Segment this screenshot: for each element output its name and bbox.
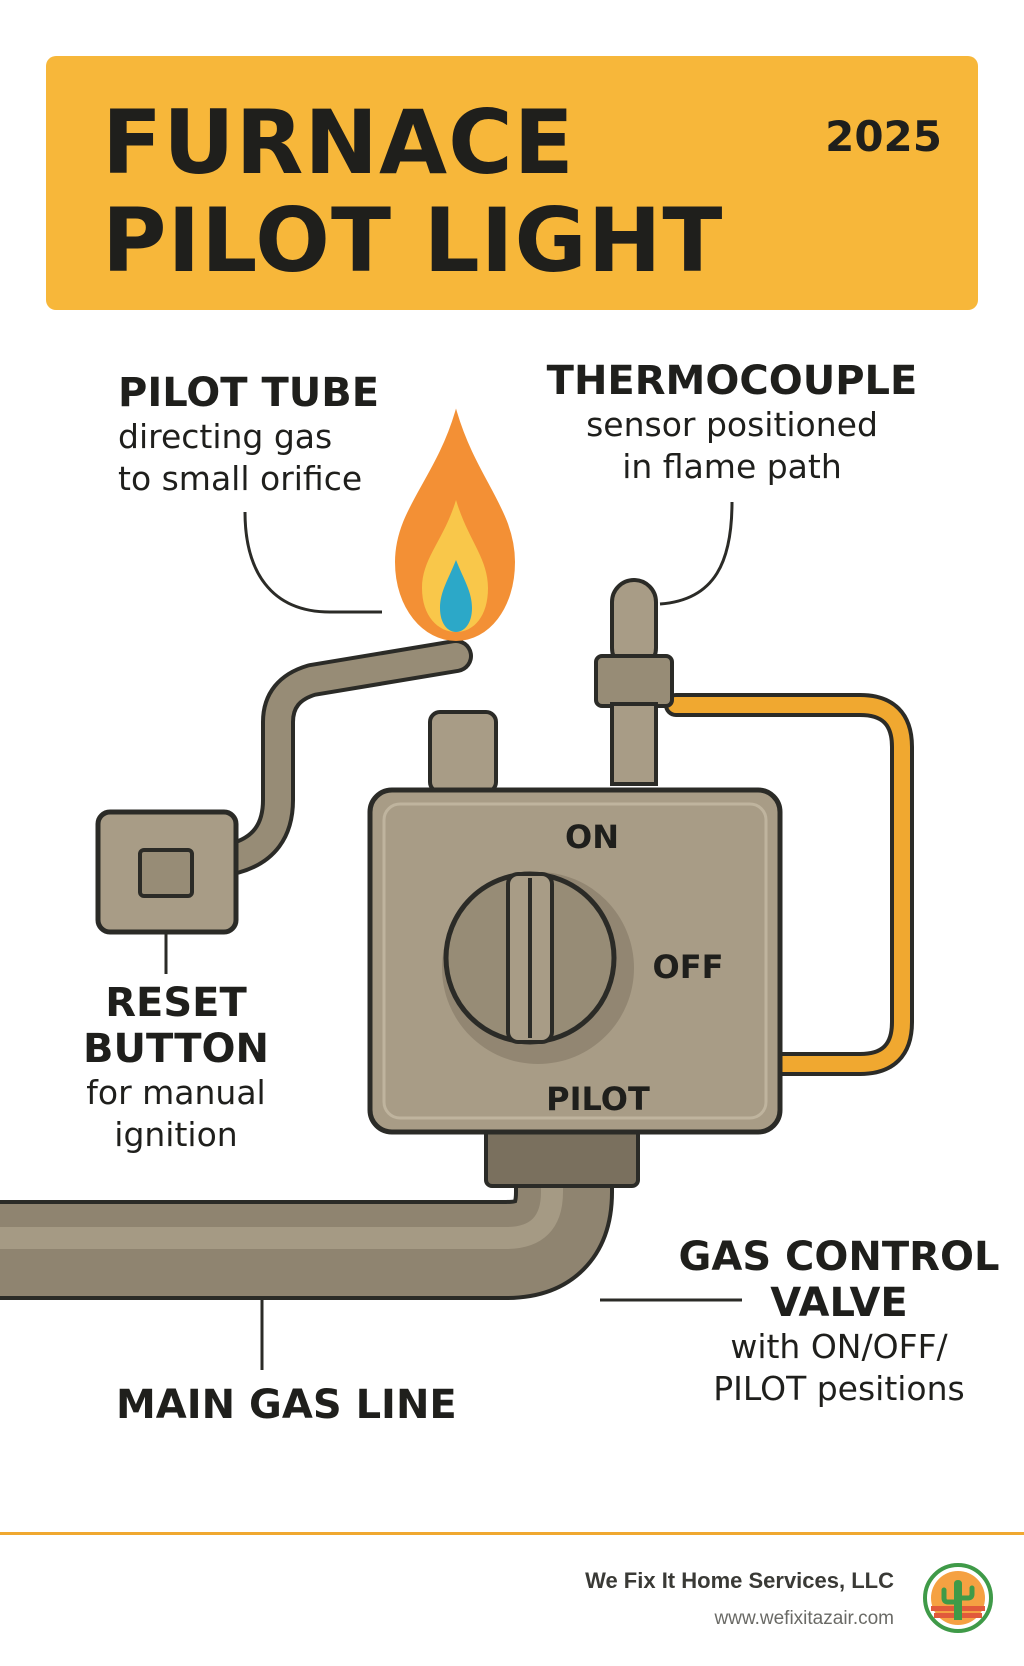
gas-valve-title-1: GAS CONTROL [678, 1234, 1000, 1280]
leader-thermocouple [659, 501, 734, 606]
pilot-tube-desc-1: directing gas [118, 417, 333, 456]
label-gas-control-valve: GAS CONTROL VALVE with ON/OFF/ PILOT pes… [660, 1234, 1018, 1410]
thermocouple-desc-2: in flame path [622, 447, 842, 486]
company-name: We Fix It Home Services, LLC [585, 1568, 894, 1593]
page-title: FURNACE PILOT LIGHT [102, 94, 723, 290]
valve-outlet-collar [484, 1126, 640, 1188]
footer-divider [0, 1532, 1024, 1535]
thermocouple-sensor [594, 578, 674, 786]
flame-icon [394, 408, 516, 642]
reset-desc-1: for manual [86, 1073, 266, 1112]
title-line-1: FURNACE [102, 91, 575, 194]
title-line-2: PILOT LIGHT [102, 189, 724, 292]
logo-icon [923, 1563, 993, 1633]
reset-title-1: RESET [105, 980, 247, 1026]
thermocouple-title: THERMOCOUPLE [546, 358, 918, 404]
company-website[interactable]: www.wefixitazair.com [714, 1608, 895, 1629]
valve-top-stub [428, 710, 498, 794]
pilot-tube-desc-2: to small orifice [118, 459, 363, 498]
thermocouple-desc-1: sensor positioned [586, 405, 878, 444]
year-label: 2025 [825, 112, 942, 161]
main-gas-line-title: MAIN GAS LINE [116, 1382, 457, 1428]
gas-valve-title-2: VALVE [770, 1280, 908, 1326]
label-thermocouple: THERMOCOUPLE sensor positioned in flame … [532, 358, 932, 488]
valve-knob[interactable] [442, 871, 634, 1064]
leader-pilot-tube [243, 511, 382, 614]
label-reset-button: RESET BUTTON for manual ignition [56, 980, 296, 1156]
reset-title-2: BUTTON [83, 1026, 269, 1072]
header-banner: FURNACE PILOT LIGHT 2025 [46, 56, 978, 310]
pilot-tube-title: PILOT TUBE [118, 370, 380, 416]
reset-desc-2: ignition [114, 1115, 238, 1154]
reset-button[interactable] [95, 809, 239, 935]
valve-label-pilot: PILOT [546, 1080, 650, 1118]
valve-label-off: OFF [653, 948, 724, 986]
gas-valve-desc-2: PILOT pesitions [713, 1369, 965, 1408]
gas-valve-desc-1: with ON/OFF/ [730, 1327, 948, 1366]
valve-label-on: ON [565, 818, 619, 856]
label-pilot-tube: PILOT TUBE directing gas to small orific… [118, 370, 379, 500]
label-main-gas-line: MAIN GAS LINE [116, 1382, 457, 1428]
